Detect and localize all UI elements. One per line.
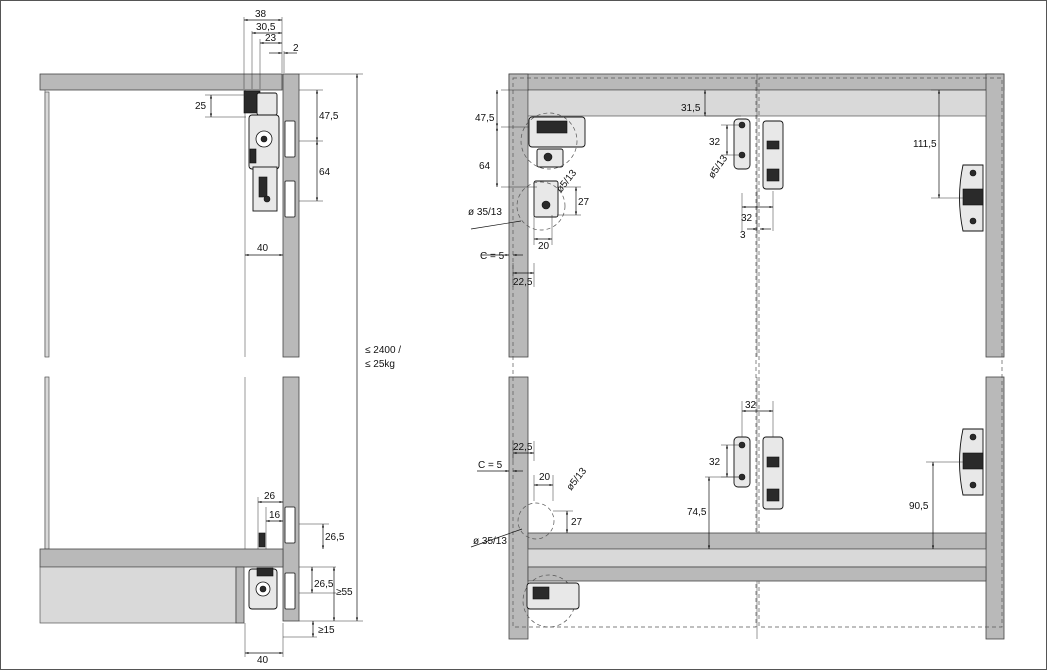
dim-27-right: 27 <box>578 197 590 208</box>
dim-ge55: ≥55 <box>336 587 353 598</box>
dim-27-bottom: 27 <box>571 517 583 528</box>
drawer-front <box>39 566 237 624</box>
bottom-shelf <box>39 548 284 568</box>
dim-30-5: 30,5 <box>256 22 276 33</box>
top-middle-hinge-plate <box>733 118 784 190</box>
top-right-hinge <box>959 164 984 232</box>
bottom-left-hinge <box>517 502 580 628</box>
dim-26-5-a: 26,5 <box>325 532 345 543</box>
dim-47-5: 47,5 <box>319 111 339 122</box>
dim-38: 38 <box>255 9 267 20</box>
dim-31-5: 31,5 <box>681 103 701 114</box>
dim-23: 23 <box>265 33 277 44</box>
bottom-hinge-mechanism <box>248 506 296 610</box>
dim-25: 25 <box>195 101 207 112</box>
dim-d35-13-bottom: ø 35/13 <box>473 536 507 547</box>
bottom-shelf-front <box>527 548 987 568</box>
right-side-panel <box>985 73 1005 358</box>
top-hinge-mechanism <box>243 90 296 218</box>
dim-d5-13-b: ø5/13 <box>706 153 730 181</box>
dim-ge15: ≥15 <box>318 625 335 636</box>
dim-26-5-b: 26,5 <box>314 579 334 590</box>
dim-32-v-bottom: 32 <box>709 457 721 468</box>
dim-d35-13: ø 35/13 <box>468 207 502 218</box>
left-side-panel <box>508 73 529 358</box>
door-panel-lower <box>282 376 300 622</box>
dim-16: 16 <box>269 510 281 521</box>
left-side-view: 38 30,5 23 2 25 47,5 64 40 ≤ 2400 / ≤ 25… <box>39 9 401 666</box>
bottom-rail-2 <box>527 566 987 582</box>
dim-40-bottom: 40 <box>257 655 269 666</box>
dim-c5-bottom: C = 5 <box>478 460 503 471</box>
right-front-view: 47,5 64 ø5/13 ø 35/13 27 20 C = 5 22,5 3… <box>468 73 1005 640</box>
dim-32-h-bottom: 32 <box>745 400 757 411</box>
dim-20-right: 20 <box>538 241 550 252</box>
dim-32-v-right: 32 <box>709 137 721 148</box>
left-side-panel-lower <box>508 376 529 640</box>
top-left-hinge <box>516 112 586 231</box>
dim-22-5-bottom: 22,5 <box>513 442 533 453</box>
glass-edge-lower <box>44 376 50 550</box>
dim-74-5: 74,5 <box>687 507 707 518</box>
dim-20-bottom: 20 <box>539 472 551 483</box>
dim-32-h-right: 32 <box>741 213 753 224</box>
dim-90-5: 90,5 <box>909 501 929 512</box>
dim-64-right: 64 <box>479 161 491 172</box>
weight-limit: ≤ 25kg <box>365 359 395 370</box>
right-side-panel-lower <box>985 376 1005 640</box>
bottom-right-hinge <box>959 428 984 496</box>
dim-2: 2 <box>293 43 299 54</box>
dim-47-5-right: 47,5 <box>475 113 495 124</box>
top-shelf <box>39 73 283 91</box>
dim-64: 64 <box>319 167 331 178</box>
dim-d5-13-bottom: ø5/13 <box>565 466 590 493</box>
bottom-middle-hinge-plate <box>733 436 784 510</box>
top-panel <box>508 73 1005 91</box>
height-limit: ≤ 2400 / <box>365 345 401 356</box>
dim-111-5: 111,5 <box>913 139 937 150</box>
glass-edge <box>44 91 50 358</box>
dim-c5-right: C = 5 <box>480 251 505 262</box>
dim-3: 3 <box>740 230 746 241</box>
dim-40-top: 40 <box>257 243 269 254</box>
bottom-rail <box>527 532 987 550</box>
drawer-side <box>235 566 245 624</box>
dim-22-5-right: 22,5 <box>513 277 533 288</box>
dim-26: 26 <box>264 491 276 502</box>
